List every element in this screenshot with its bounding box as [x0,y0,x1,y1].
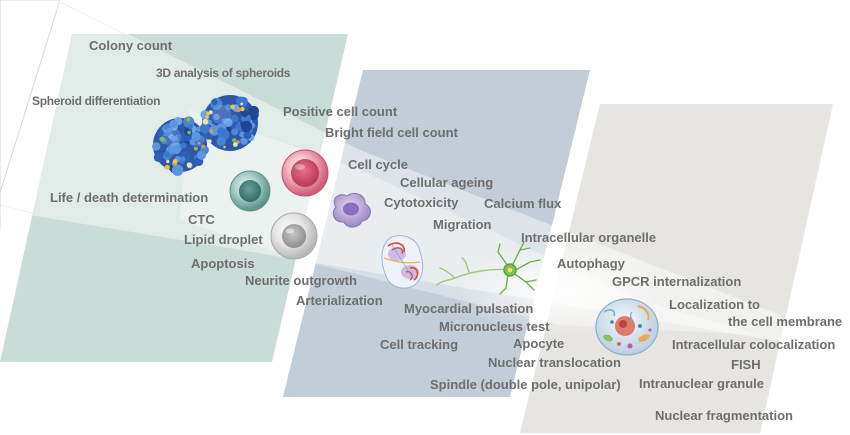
label-micronucleus-test: Micronucleus test [439,319,550,334]
label-spindle: Spindle (double pole, unipolar) [430,377,621,392]
organelle-cell-icon [595,298,659,356]
label-3d-spheroids: 3D analysis of spheroids [156,66,291,80]
pink-cell-icon [281,149,329,197]
label-spheroid-differentiation: Spheroid differentiation [32,94,161,108]
label-autophagy: Autophagy [557,256,625,271]
label-intracellular-organelle: Intracellular organelle [521,230,657,245]
label-positive-cell-count: Positive cell count [283,104,398,119]
teal-cell-icon [229,170,271,212]
label-myocardial-pulsation: Myocardial pulsation [404,301,534,316]
label-nuclear-fragmentation: Nuclear fragmentation [655,408,793,423]
label-cell-tracking: Cell tracking [380,337,459,352]
label-ctc: CTC [188,212,215,227]
label-apoptosis: Apoptosis [191,256,255,271]
gray-cell-icon [270,212,318,260]
label-intracellular-colocalization: Intracellular colocalization [672,337,836,352]
dividing-cell-icon [381,235,424,289]
label-intranuclear-granule: Intranuclear granule [639,376,764,391]
label-cell-cycle: Cell cycle [348,157,408,172]
label-cytotoxicity: Cytotoxicity [384,195,459,210]
spheroid-cluster-icon [152,95,259,176]
label-neurite-outgrowth: Neurite outgrowth [245,273,357,288]
label-calcium-flux: Calcium flux [484,196,562,211]
label-cellular-ageing: Cellular ageing [400,175,494,190]
label-cell-membrane: the cell membrane [728,314,843,329]
left-panel [0,34,348,362]
label-arterialization: Arterialization [296,293,383,308]
label-apocyte: Apocyte [513,336,565,351]
label-lipid-droplet: Lipid droplet [184,232,263,247]
right-panel [520,104,833,433]
purple-irregular-cell-icon [332,192,371,228]
label-bright-field-cell-count: Bright field cell count [325,125,458,140]
label-migration: Migration [433,217,492,232]
label-life-death: Life / death determination [50,190,209,205]
label-localization-to: Localization to [669,297,760,312]
label-nuclear-translocation: Nuclear translocation [488,355,621,370]
neuron-icon [436,241,541,295]
label-fish: FISH [731,357,761,372]
label-colony-count: Colony count [89,38,173,53]
label-gpcr-internalization: GPCR internalization [612,274,742,289]
